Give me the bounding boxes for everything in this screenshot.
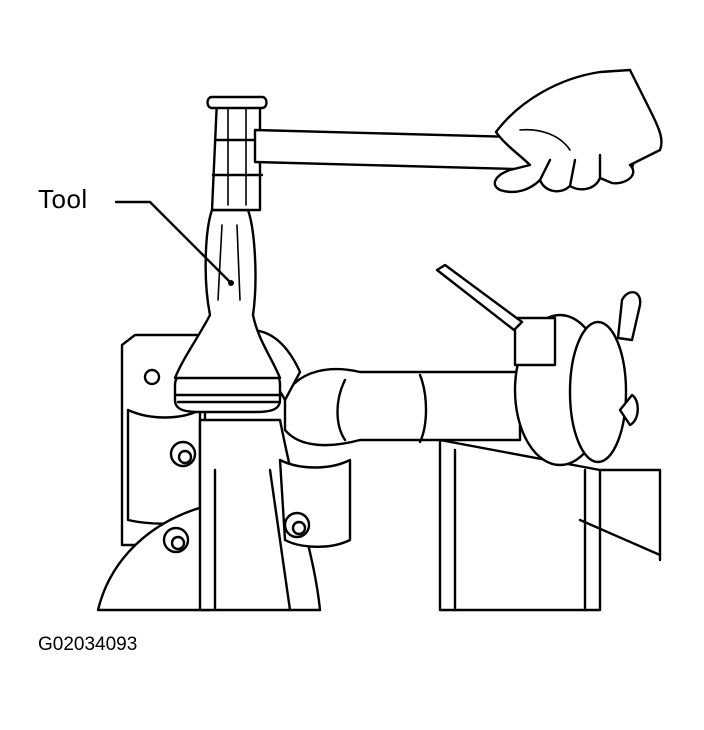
tool-callout-label: Tool <box>38 184 88 214</box>
hand <box>493 68 663 194</box>
tool-leader-line <box>114 200 233 285</box>
vise <box>283 263 662 612</box>
tool-driver <box>173 98 282 414</box>
transmission-case <box>96 328 352 612</box>
bolts <box>162 440 311 554</box>
figure-id: G02034093 <box>38 634 138 655</box>
